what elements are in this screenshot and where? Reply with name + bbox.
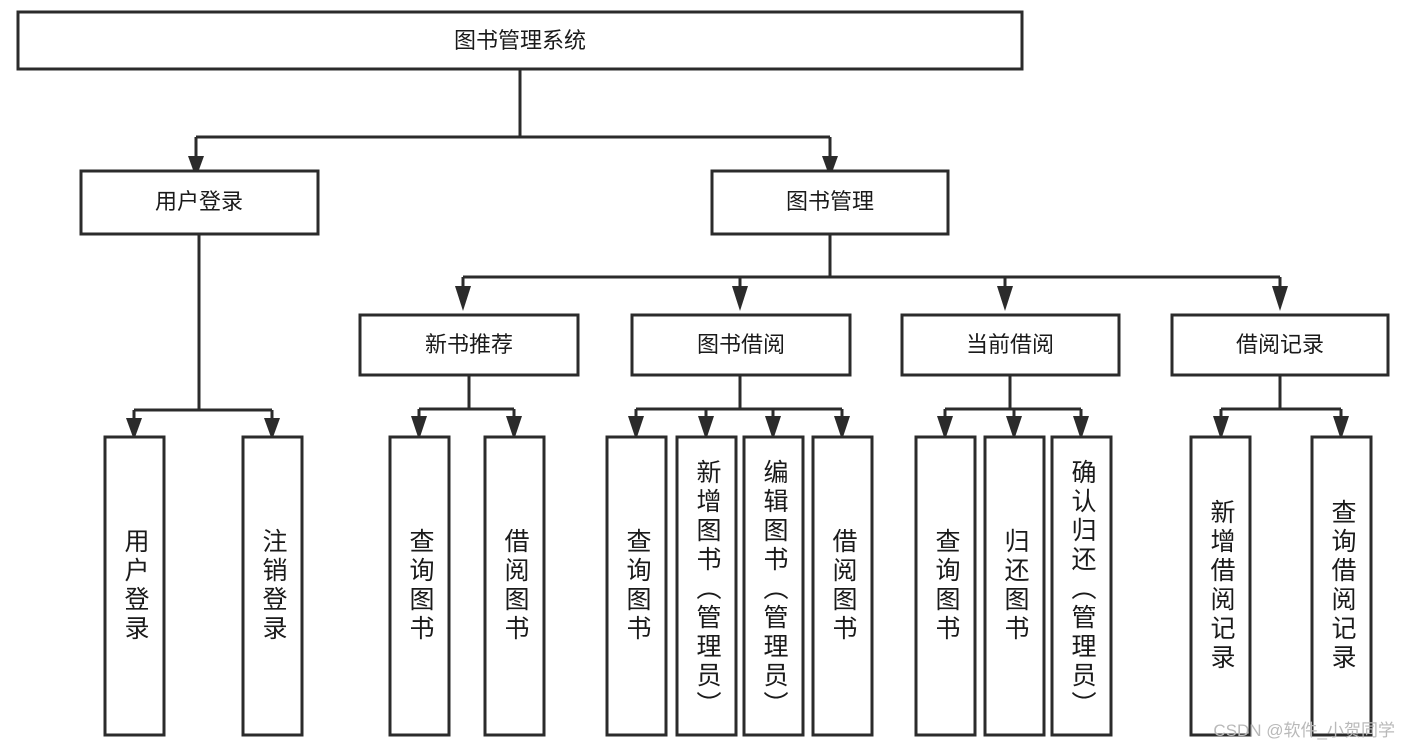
arrow-head-leaf-query-borrow-record xyxy=(1333,416,1349,440)
leaf-add-borrow-record-label: 新增借阅记录 xyxy=(1207,499,1235,673)
arrow-head-leaf-query-book-recommend xyxy=(411,416,427,440)
leaf-user-login-label: 用户登录 xyxy=(121,528,149,644)
leaf-add-borrow-record-box[interactable] xyxy=(1189,435,1252,737)
node-book-manage[interactable]: 图书管理 xyxy=(710,169,950,236)
arrow-head-leaf-user-login xyxy=(126,418,142,440)
leaf-query-book-borrow-box[interactable] xyxy=(605,435,668,737)
leaf-confirm-return-box[interactable] xyxy=(1050,435,1113,737)
leaf-return-book-label: 归还图书 xyxy=(1001,528,1029,644)
node-book-borrow-label: 图书借阅 xyxy=(697,332,785,357)
leaf-user-login-box[interactable] xyxy=(103,435,166,737)
node-borrow-record-label: 借阅记录 xyxy=(1236,332,1324,357)
arrow-head-user-login xyxy=(188,156,204,178)
leaf-query-book-recommend-label: 查询图书 xyxy=(406,528,434,644)
node-new-book-recommend-label: 新书推荐 xyxy=(425,332,513,357)
leaf-query-book-current-label: 查询图书 xyxy=(932,528,960,644)
leaf-query-book-borrow-label: 查询图书 xyxy=(623,528,651,644)
node-root-label: 图书管理系统 xyxy=(454,28,586,53)
node-book-manage-box[interactable] xyxy=(710,169,950,236)
arrow-head-book-manage xyxy=(822,156,838,178)
leaf-logout-box[interactable] xyxy=(241,435,304,737)
node-book-borrow[interactable]: 图书借阅 xyxy=(630,313,852,377)
leaf-confirm-return-label: 确认归还（管理员） xyxy=(1068,458,1096,720)
node-borrow-record[interactable]: 借阅记录 xyxy=(1170,313,1390,377)
node-current-borrow[interactable]: 当前借阅 xyxy=(900,313,1121,377)
arrow-head-leaf-confirm-return xyxy=(1073,416,1089,440)
leaf-add-book-label: 新增图书（管理员） xyxy=(693,458,721,720)
leaf-edit-book-label: 编辑图书（管理员） xyxy=(760,458,788,720)
arrow-head-leaf-borrow-book-recommend xyxy=(506,416,522,440)
node-root-box[interactable] xyxy=(16,10,1024,71)
arrow-head-leaf-add-book xyxy=(698,416,714,440)
connector-layer xyxy=(126,69,1349,440)
leaf-borrow-book-box[interactable] xyxy=(811,435,874,737)
node-root[interactable]: 图书管理系统 xyxy=(16,10,1024,71)
arrow-head-leaf-return-book xyxy=(1006,416,1022,440)
leaf-box-layer xyxy=(103,435,1373,737)
node-book-manage-label: 图书管理 xyxy=(786,189,874,214)
leaf-edit-book-box[interactable] xyxy=(742,435,805,737)
arrow-head-leaf-query-book-borrow xyxy=(628,416,644,440)
csdn-watermark: CSDN @软件_小贺同学 xyxy=(1213,721,1395,740)
node-new-book-recommend-box[interactable] xyxy=(358,313,580,377)
arrow-head-new-book-recommend xyxy=(455,286,471,311)
leaf-query-book-current-box[interactable] xyxy=(914,435,977,737)
arrow-head-leaf-edit-book xyxy=(765,416,781,440)
leaf-return-book-box[interactable] xyxy=(983,435,1046,737)
leaf-add-book-box[interactable] xyxy=(675,435,738,737)
leaf-query-borrow-record-label: 查询借阅记录 xyxy=(1328,499,1356,673)
leaf-logout-label: 注销登录 xyxy=(259,528,287,644)
leaf-borrow-book-recommend-label: 借阅图书 xyxy=(501,528,529,644)
node-new-book-recommend[interactable]: 新书推荐 xyxy=(358,313,580,377)
node-current-borrow-label: 当前借阅 xyxy=(966,332,1054,357)
node-user-login-box[interactable] xyxy=(79,169,320,236)
arrow-head-borrow-record xyxy=(1272,286,1288,311)
leaf-query-borrow-record-box[interactable] xyxy=(1310,435,1373,737)
leaf-query-book-recommend-box[interactable] xyxy=(388,435,451,737)
arrow-head-leaf-query-book-current xyxy=(937,416,953,440)
node-book-borrow-box[interactable] xyxy=(630,313,852,377)
arrow-head-book-borrow xyxy=(732,286,748,311)
arrow-head-leaf-add-borrow-record xyxy=(1213,416,1229,440)
arrow-head-current-borrow xyxy=(997,286,1013,311)
arrow-head-leaf-borrow-book xyxy=(834,416,850,440)
node-borrow-record-box[interactable] xyxy=(1170,313,1390,377)
arrow-head-leaf-logout xyxy=(264,418,280,440)
leaf-borrow-book-recommend-box[interactable] xyxy=(483,435,546,737)
node-user-login-label: 用户登录 xyxy=(155,189,243,214)
node-current-borrow-box[interactable] xyxy=(900,313,1121,377)
node-user-login[interactable]: 用户登录 xyxy=(79,169,320,236)
leaf-borrow-book-label: 借阅图书 xyxy=(829,528,857,644)
